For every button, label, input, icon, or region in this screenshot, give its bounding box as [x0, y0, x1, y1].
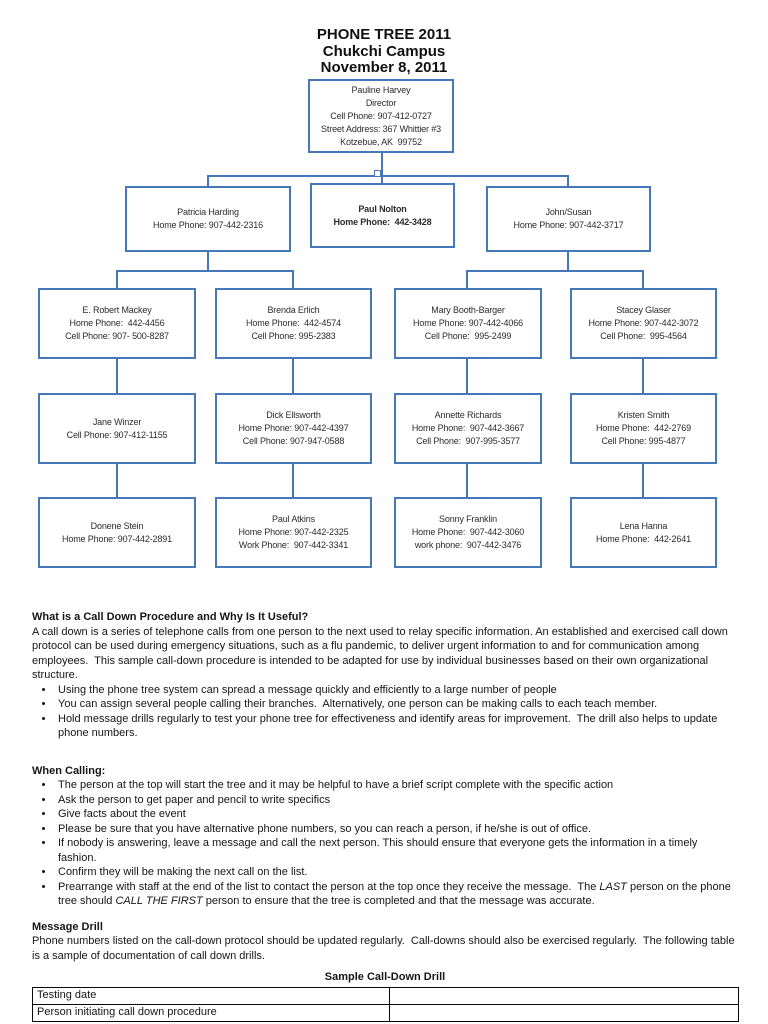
- list-item: Hold message drills regularly to test yo…: [55, 712, 738, 741]
- title-line-3: November 8, 2011: [320, 59, 448, 76]
- call-down-drill-table: Testing date Person initiating call down…: [32, 986, 739, 1022]
- list-item-prearrange: Prearrange with staff at the end of the …: [55, 880, 738, 909]
- list-item: Give facts about the event: [55, 807, 738, 822]
- connector-line: [116, 271, 118, 288]
- table-cell-value: [389, 1003, 739, 1022]
- connector-line: [116, 359, 118, 393]
- table-row: Testing date: [32, 986, 739, 1005]
- connector-line: [207, 252, 209, 272]
- drill-table-title: Sample Call-Down Drill: [324, 971, 446, 983]
- connector-line: [466, 359, 468, 393]
- table-cell-value: [389, 986, 739, 1005]
- connector-line: [381, 153, 383, 176]
- connector-junction: [374, 170, 381, 177]
- section-heading-when-calling: When Calling:: [32, 764, 106, 777]
- connector-line: [642, 359, 644, 393]
- connector-line: [466, 271, 468, 288]
- prearrange-text: Prearrange with staff at the end of the …: [58, 880, 600, 893]
- list-item: You can assign several people calling th…: [55, 697, 738, 712]
- connector-line: [207, 176, 209, 186]
- prearrange-italic: LAST: [599, 880, 627, 893]
- connector-line: [292, 271, 294, 288]
- connector-line: [116, 270, 294, 272]
- text-body: What is a Call Down Procedure and Why Is…: [32, 610, 739, 1022]
- table-cell-label: Person initiating call down procedure: [32, 1003, 390, 1022]
- section-body-what-is: A call down is a series of telephone cal…: [32, 625, 731, 682]
- title-line-1: PHONE TREE 2011: [316, 26, 452, 43]
- connector-line: [292, 464, 294, 497]
- table-cell-label: Testing date: [32, 986, 390, 1005]
- connector-line: [466, 270, 644, 272]
- connector-line: [642, 464, 644, 497]
- prearrange-text: person on the phone tree should: [58, 880, 734, 908]
- list-item: Ask the person to get paper and pencil t…: [55, 793, 738, 808]
- section-heading-what-is: What is a Call Down Procedure and Why Is…: [32, 611, 309, 623]
- prearrange-text: person to ensure that the tree is comple…: [202, 895, 595, 907]
- when-calling-bullet-list: The person at the top will start the tre…: [32, 778, 738, 909]
- list-item: Please be sure that you have alternative…: [55, 822, 738, 837]
- connector-line: [466, 464, 468, 497]
- section-body-message-drill: Phone numbers listed on the call-down pr…: [32, 935, 738, 962]
- intro-bullet-list: Using the phone tree system can spread a…: [32, 683, 738, 741]
- page-title: PHONE TREE 2011 Chukchi Campus November …: [0, 26, 768, 77]
- connector-line: [116, 464, 118, 497]
- connector-line: [567, 252, 569, 272]
- connector-line: [207, 175, 569, 177]
- connector-line: [642, 271, 644, 288]
- list-item: If nobody is answering, leave a message …: [55, 836, 738, 865]
- prearrange-italic: CALL THE FIRST: [115, 895, 203, 907]
- connector-line: [381, 176, 383, 183]
- table-row: Person initiating call down procedure: [32, 1003, 739, 1022]
- list-item: The person at the top will start the tre…: [55, 778, 738, 793]
- connector-line: [567, 176, 569, 186]
- section-heading-message-drill: Message Drill: [32, 920, 103, 933]
- list-item: Confirm they will be making the next cal…: [55, 865, 738, 880]
- title-line-2: Chukchi Campus: [322, 42, 446, 60]
- connector-line: [292, 359, 294, 393]
- list-item: Using the phone tree system can spread a…: [55, 683, 738, 698]
